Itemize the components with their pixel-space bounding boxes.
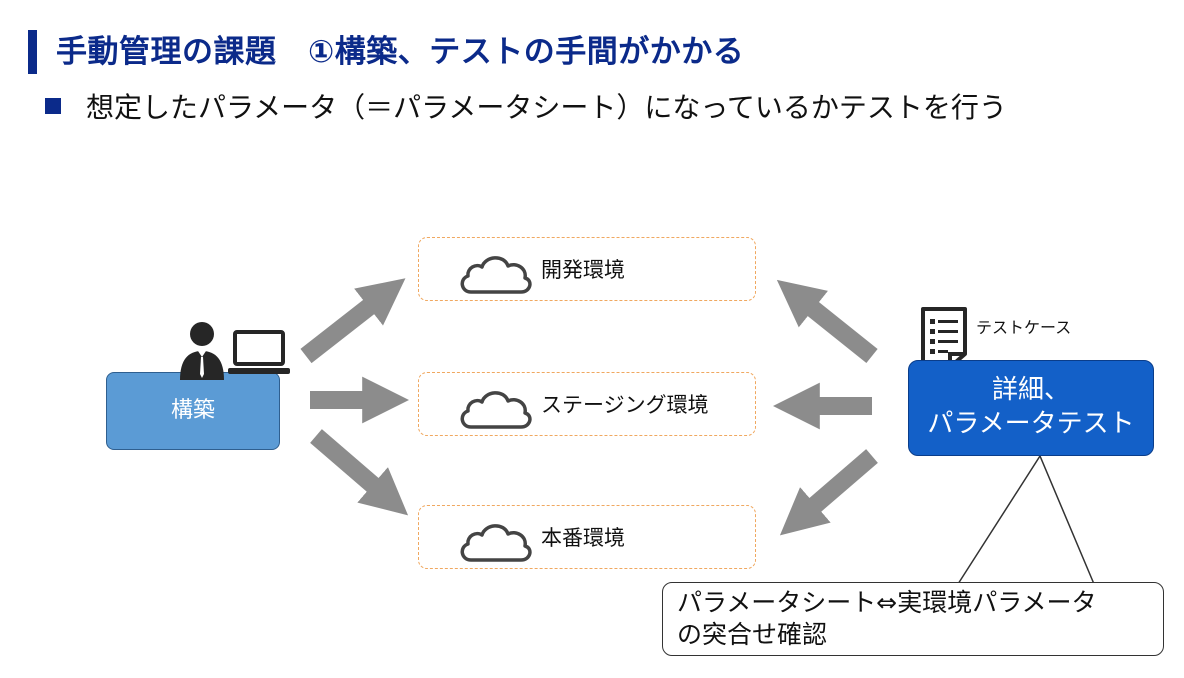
- test-box-line1: 詳細、: [991, 375, 1070, 405]
- build-box: 構築: [106, 372, 280, 450]
- cloud-icon: [460, 256, 532, 294]
- page-title: 手動管理の課題 ①構築、テストの手間がかかる: [56, 34, 745, 70]
- env-label: 本番環境: [541, 526, 625, 550]
- cloud-icon: [460, 524, 532, 562]
- env-label: ステージング環境: [541, 393, 709, 417]
- env-label: 開発環境: [541, 258, 625, 282]
- callout-line1: パラメータシート⇔実環境パラメータ: [677, 588, 1097, 617]
- arrow-build-to-prod: [310, 429, 409, 516]
- callout-connector: [957, 454, 1095, 585]
- callout-line2: の突合せ確認: [677, 620, 828, 649]
- env-production: 本番環境: [418, 505, 756, 569]
- arrow-test-to-dev: [776, 279, 878, 364]
- env-staging: ステージング環境: [418, 372, 756, 436]
- page-subtitle: 想定したパラメータ（＝パラメータシート）になっているかテストを行う: [86, 91, 1007, 124]
- laptop-icon: [228, 330, 290, 374]
- title-accent-bar: [28, 30, 37, 74]
- callout-box: パラメータシート⇔実環境パラメータ の突合せ確認: [662, 582, 1164, 656]
- env-development: 開発環境: [418, 237, 756, 301]
- arrow-build-to-dev: [300, 278, 406, 364]
- document-list-icon: [921, 307, 967, 369]
- bullet-square: [45, 98, 61, 114]
- person-icon: [180, 322, 224, 380]
- test-box-line2: パラメータテスト: [927, 409, 1135, 439]
- arrow-test-to-prod: [779, 449, 878, 536]
- test-box: 詳細、 パラメータテスト: [908, 360, 1154, 456]
- test-case-label: テストケース: [976, 318, 1072, 337]
- cloud-icon: [460, 391, 532, 429]
